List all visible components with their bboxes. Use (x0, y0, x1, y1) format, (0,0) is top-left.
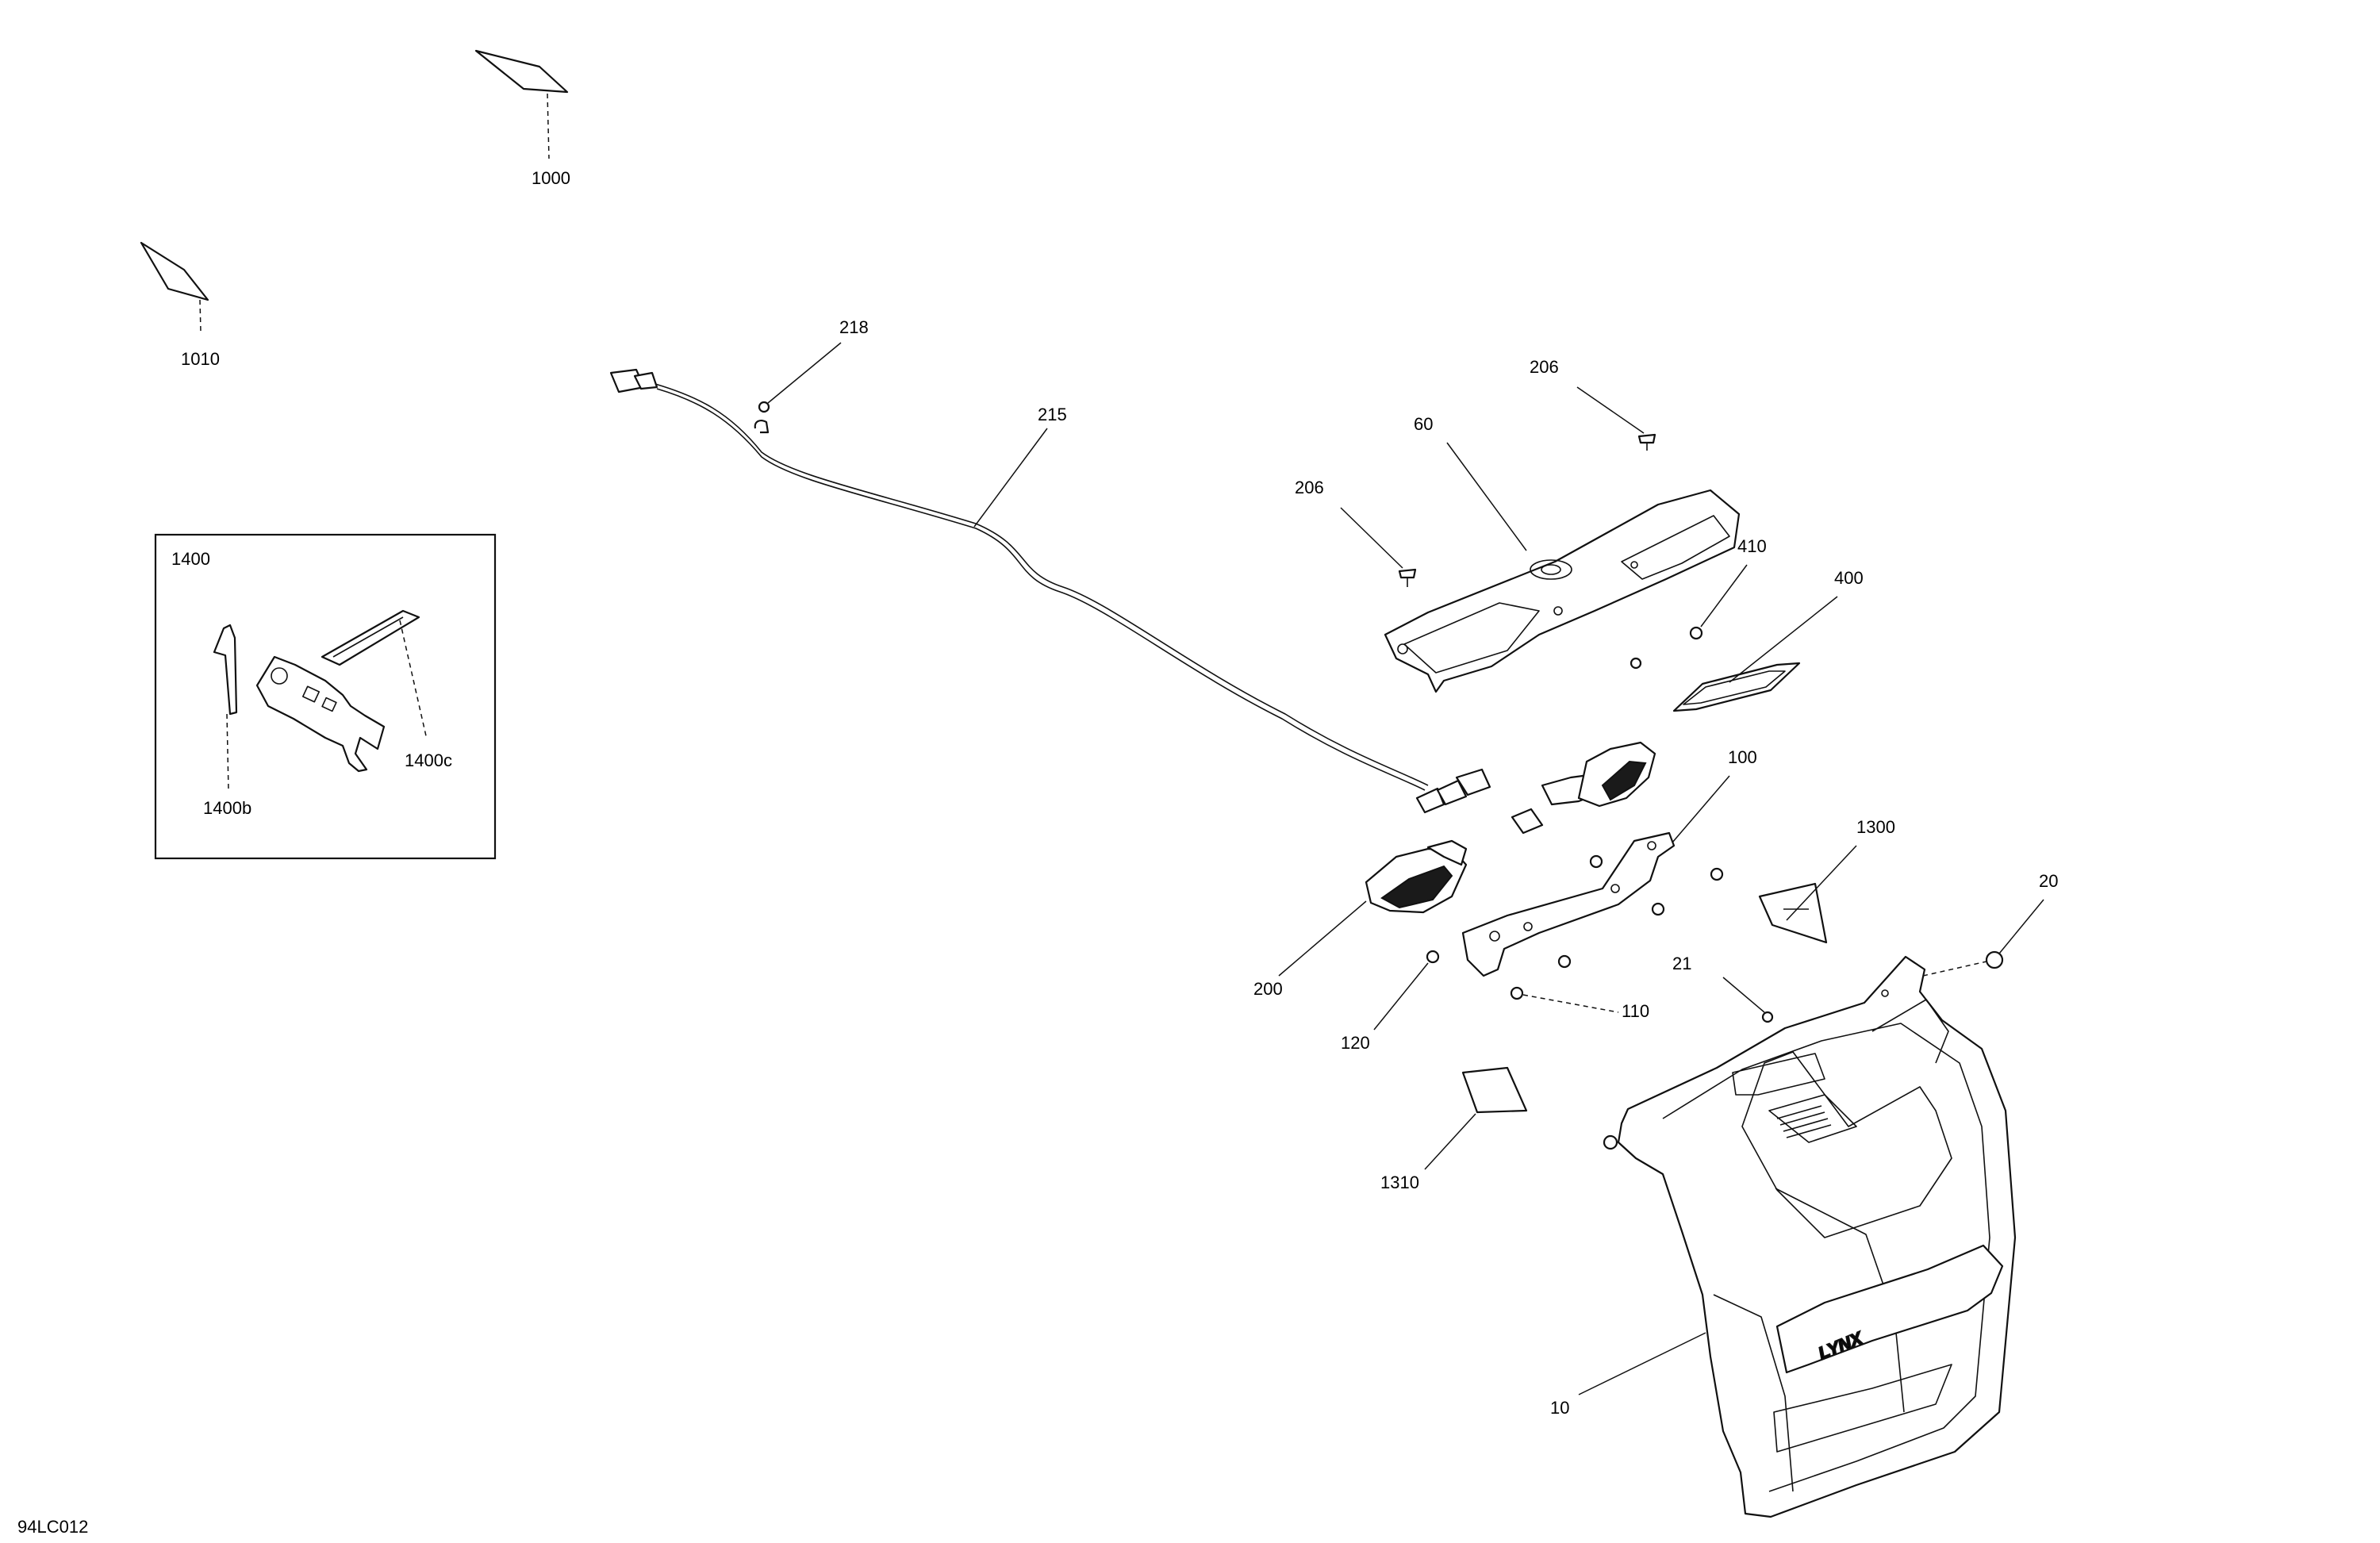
svg-text:110: 110 (1622, 1001, 1649, 1021)
svg-text:20: 20 (2039, 871, 2058, 891)
svg-text:1400b: 1400b (203, 798, 251, 818)
svg-text:1300: 1300 (1856, 817, 1895, 837)
screw-206-right[interactable]: 206 (1530, 357, 1656, 451)
svg-text:1400c: 1400c (405, 750, 452, 770)
svg-text:218: 218 (839, 317, 869, 337)
reflector-400[interactable]: 400 (1672, 568, 1864, 712)
decal-1300[interactable]: 1300 (1758, 817, 1895, 944)
svg-text:1400: 1400 (171, 549, 210, 569)
svg-text:200: 200 (1253, 979, 1283, 999)
decal-1010[interactable]: 1010 (140, 241, 220, 369)
svg-text:400: 400 (1834, 568, 1864, 588)
light-unit-right[interactable] (1511, 741, 1656, 835)
clip-218[interactable]: 218 (754, 317, 869, 434)
screw-206-left[interactable]: 206 (1295, 478, 1417, 587)
hex-key-1400b[interactable]: 1400b (203, 624, 251, 818)
washer-120[interactable]: 120 (1341, 950, 1440, 1053)
fastener-20[interactable]: 20 (1922, 871, 2058, 977)
snow-flap-10[interactable]: LYNX 10 (1550, 955, 2017, 1518)
decal-1310[interactable]: 1310 (1380, 1066, 1528, 1192)
fastener-21[interactable]: 21 (1672, 954, 1774, 1023)
svg-text:120: 120 (1341, 1033, 1370, 1053)
drawing-id: 94LC012 (17, 1517, 88, 1537)
svg-text:410: 410 (1737, 536, 1767, 556)
svg-text:60: 60 (1414, 414, 1433, 434)
svg-text:206: 206 (1530, 357, 1559, 377)
svg-text:215: 215 (1038, 405, 1067, 424)
light-housing-60[interactable]: 60 (1384, 414, 1741, 693)
tool-kit-1400[interactable]: 1400 1400b 1400c (154, 533, 497, 860)
svg-text:1310: 1310 (1380, 1173, 1419, 1192)
light-unit-200[interactable]: 200 (1253, 839, 1468, 999)
wiring-harness-215[interactable]: 215 (609, 368, 1491, 814)
spanner-wrench-1400[interactable] (255, 655, 386, 773)
svg-text:100: 100 (1728, 747, 1757, 767)
svg-text:10: 10 (1550, 1398, 1569, 1418)
svg-text:21: 21 (1672, 954, 1691, 973)
decal-1000[interactable]: 1000 (474, 49, 570, 188)
svg-text:1010: 1010 (181, 349, 220, 369)
svg-text:206: 206 (1295, 478, 1324, 497)
nut-410[interactable]: 410 (1630, 536, 1767, 670)
nut-110[interactable]: 110 (1510, 854, 1724, 1021)
svg-text:1000: 1000 (532, 168, 570, 188)
bracket-100[interactable]: 100 (1461, 747, 1757, 977)
strap-1400c[interactable]: 1400c (321, 609, 452, 770)
